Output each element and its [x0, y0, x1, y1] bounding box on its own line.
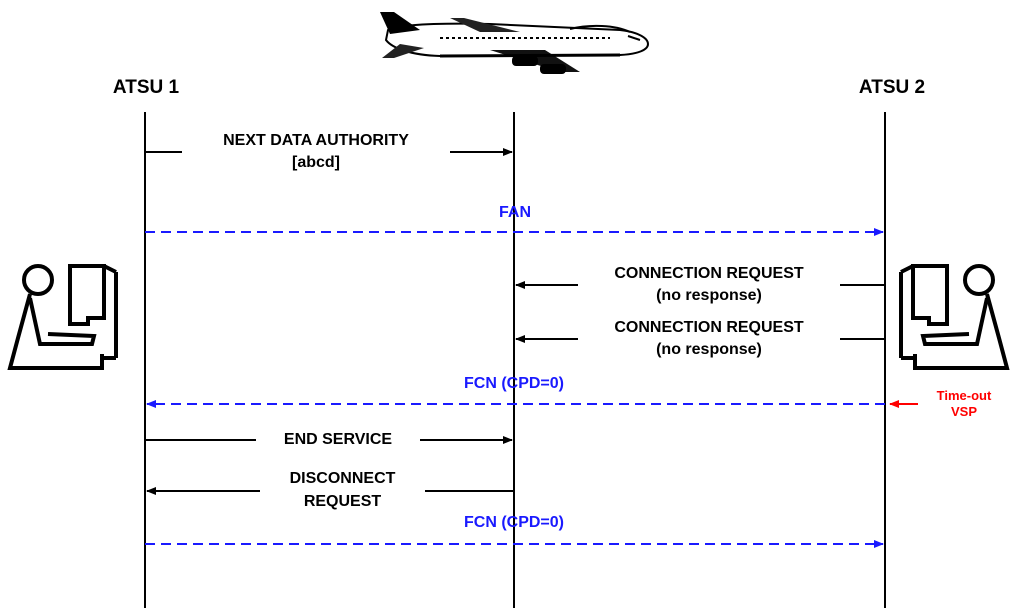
- label-fcn-2: FCN (CPD=0): [463, 514, 564, 531]
- header-atsu2: ATSU 2: [858, 77, 926, 98]
- label-fcn-1: FCN (CPD=0): [463, 375, 564, 392]
- label-disconnect: DISCONNECT: [289, 470, 396, 487]
- label-timeout: Time-out: [936, 388, 992, 403]
- label-connection-request-2-sub: (no response): [656, 341, 762, 358]
- controller-workstation-icon: [899, 264, 1010, 370]
- header-atsu1: ATSU 1: [112, 77, 180, 98]
- label-disconnect-request: REQUEST: [303, 493, 382, 510]
- controller-workstation-icon: [7, 264, 118, 370]
- label-fan: FAN: [499, 204, 531, 221]
- label-end-service: END SERVICE: [283, 431, 393, 448]
- label-next-data-authority-sub: [abcd]: [292, 154, 340, 171]
- label-connection-request-1: CONNECTION REQUEST: [614, 265, 804, 282]
- label-connection-request-2: CONNECTION REQUEST: [614, 319, 804, 336]
- label-timeout-vsp: VSP: [950, 404, 977, 419]
- label-next-data-authority: NEXT DATA AUTHORITY: [223, 132, 409, 149]
- airplane-icon: [380, 12, 650, 74]
- label-connection-request-1-sub: (no response): [656, 287, 762, 304]
